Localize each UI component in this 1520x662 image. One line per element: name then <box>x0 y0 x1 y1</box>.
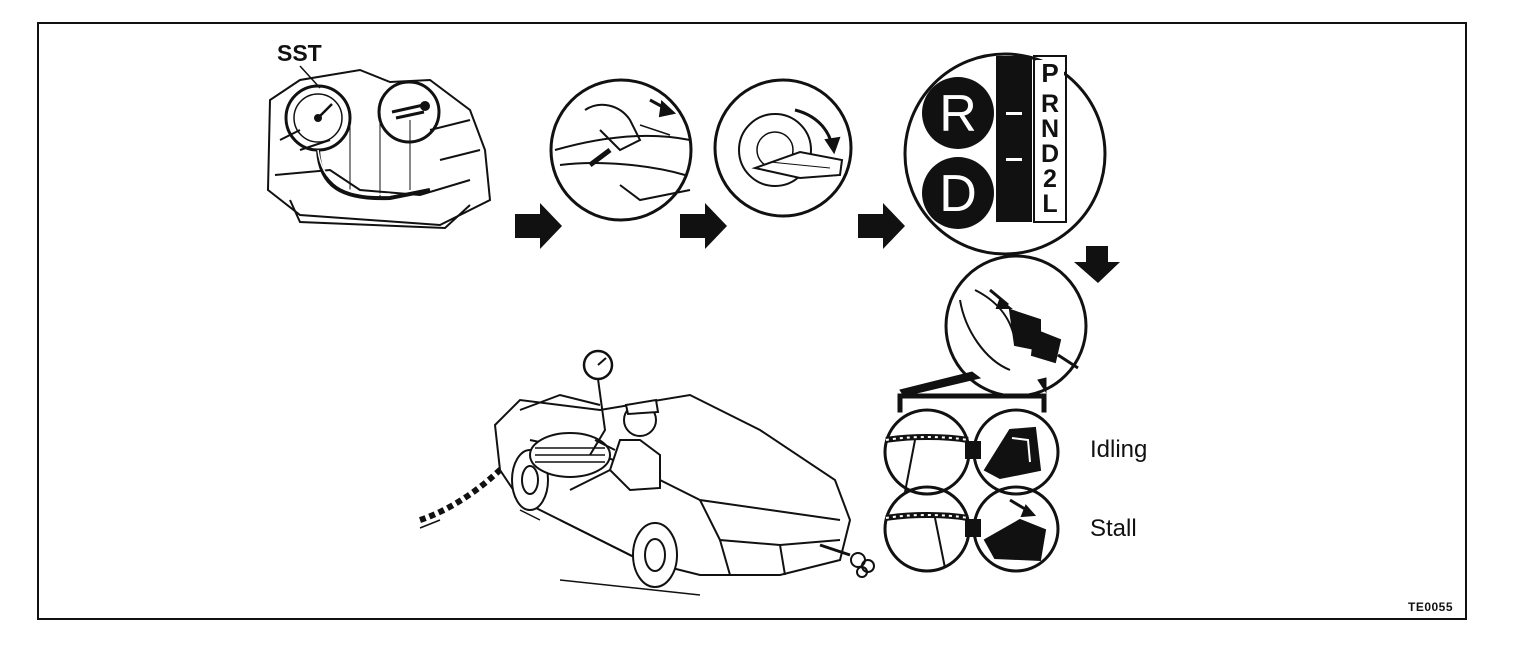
shift-d-letter: D <box>939 165 977 223</box>
parking-brake-illustration <box>549 78 693 222</box>
stall-label: Stall <box>1090 515 1137 542</box>
arrow-down-icon <box>1074 246 1120 283</box>
shift-strip-letters: RND2L <box>1036 92 1064 217</box>
arrow-right-icon <box>680 203 727 249</box>
bracket <box>897 371 1047 413</box>
shift-position-panel <box>903 52 1107 256</box>
arrow-right-icon <box>858 203 905 249</box>
idling-detail <box>883 408 1060 496</box>
car-stall-test-illustration <box>419 349 875 596</box>
idling-label: Idling <box>1090 436 1148 463</box>
stall-detail <box>883 485 1060 573</box>
sst-label: SST <box>277 40 322 66</box>
figure-frame <box>37 22 1467 620</box>
ignition-key-illustration <box>713 78 853 218</box>
shift-d-disc <box>922 157 994 229</box>
figure-code: TE0055 <box>1408 600 1454 614</box>
arrow-right-icon <box>515 203 562 249</box>
shift-r-disc <box>922 77 994 149</box>
sst-gauge-illustration <box>266 65 492 230</box>
shift-r-letter: R <box>939 85 977 143</box>
shift-strip-top: P <box>1036 60 1064 86</box>
